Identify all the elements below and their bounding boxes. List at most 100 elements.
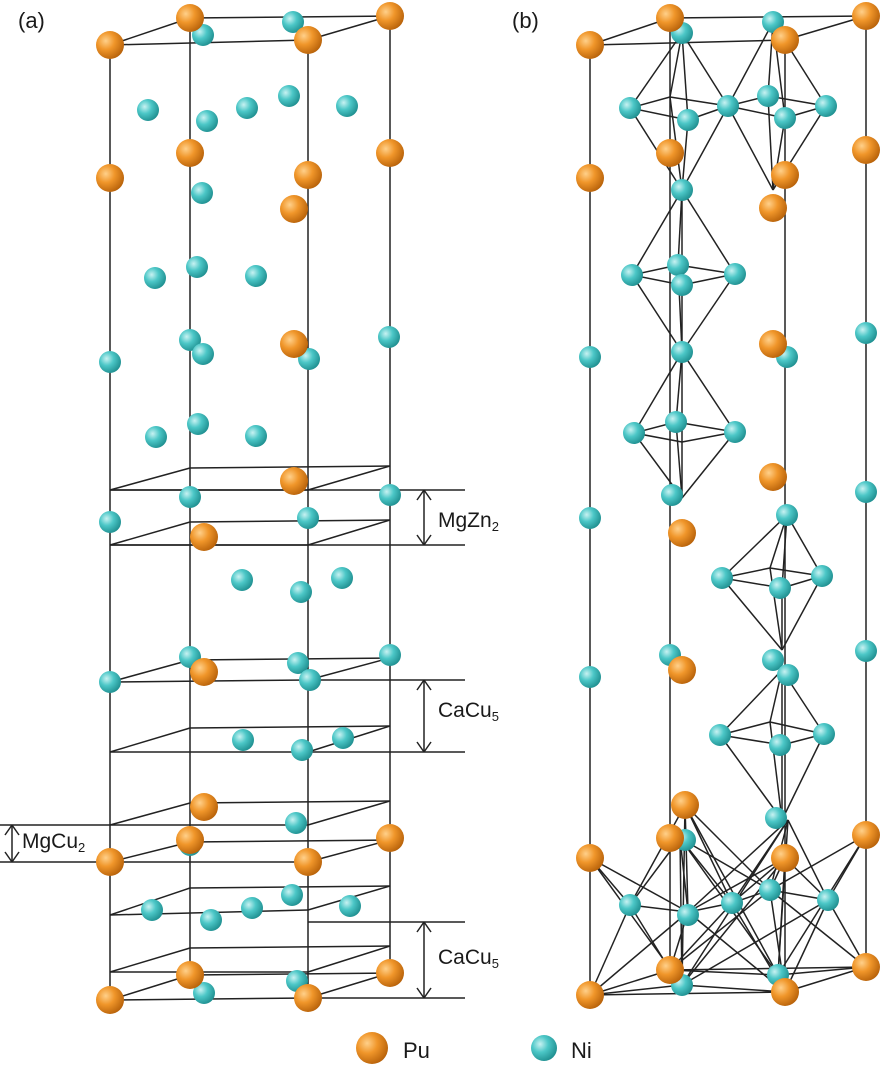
bond-line — [781, 514, 788, 589]
ni-atom — [579, 346, 601, 368]
ni-atom — [290, 581, 312, 603]
pu-atom — [190, 523, 218, 551]
ni-atom — [231, 569, 253, 591]
layer-plane-line — [189, 945, 391, 949]
ni-atom — [769, 734, 791, 756]
cell-edge-line — [109, 17, 191, 46]
legend-pu-label: Pu — [403, 1038, 430, 1063]
ni-atom — [99, 671, 121, 693]
panel-a-atoms — [96, 2, 404, 1014]
ni-atom — [855, 322, 877, 344]
ni-atom — [671, 341, 693, 363]
pu-atom — [668, 519, 696, 547]
bond-line — [589, 984, 683, 996]
pu-atom — [576, 164, 604, 192]
layer-plane-line — [109, 727, 191, 753]
ni-atom — [245, 425, 267, 447]
bond-line — [681, 273, 736, 353]
ni-atom — [667, 254, 689, 276]
ni-atom — [245, 265, 267, 287]
cell-edge-line — [784, 15, 867, 41]
bond-line — [631, 189, 683, 276]
bond-line — [681, 984, 786, 993]
ni-atom — [817, 889, 839, 911]
cell-edge-line — [307, 15, 391, 41]
cacu5-lower-height-arrow — [416, 921, 425, 933]
mgcu2-height-arrow — [4, 824, 13, 836]
ni-atom — [339, 895, 361, 917]
ni-atom — [855, 481, 877, 503]
ni-atom — [187, 413, 209, 435]
pu-atom — [576, 31, 604, 59]
cell-edge-line — [784, 966, 867, 993]
ni-atom — [200, 909, 222, 931]
layer-plane-line — [189, 725, 391, 729]
pu-atom — [294, 848, 322, 876]
ni-atom — [137, 99, 159, 121]
panel-b-label: (b) — [512, 8, 539, 33]
pu-atom — [852, 136, 880, 164]
pu-atom — [771, 26, 799, 54]
ni-atom — [579, 666, 601, 688]
bond-line — [629, 107, 683, 191]
ni-atom — [724, 421, 746, 443]
pu-atom — [280, 330, 308, 358]
bond-line — [681, 105, 729, 191]
ni-atom — [677, 904, 699, 926]
bond-line — [777, 966, 867, 976]
bond-line — [769, 834, 867, 891]
ni-atom — [717, 95, 739, 117]
ni-atom — [299, 669, 321, 691]
panel-b-atoms — [576, 2, 880, 1009]
pu-atom — [294, 984, 322, 1012]
pu-atom — [852, 2, 880, 30]
pu-atom — [376, 2, 404, 30]
layer-plane-line — [109, 802, 191, 826]
bond-line — [684, 804, 771, 891]
mgcu2-height-arrow — [11, 824, 20, 836]
bond-line — [681, 351, 736, 433]
pu-atom — [852, 821, 880, 849]
pu-atom — [280, 195, 308, 223]
mgcu2-height-arrow — [4, 851, 13, 863]
mgzn2-height-arrow — [423, 534, 432, 546]
bond-line — [684, 804, 779, 976]
layer-plane-line — [307, 657, 391, 681]
bond-line — [769, 889, 867, 968]
legend-pu-marker — [356, 1032, 388, 1064]
ni-atom — [671, 179, 693, 201]
bond-line — [727, 21, 774, 107]
pu-atom — [294, 161, 322, 189]
bond-line — [681, 899, 829, 986]
panel-b-lattice-lines — [589, 15, 867, 996]
ni-atom — [623, 422, 645, 444]
ni-atom — [811, 565, 833, 587]
bond-line — [681, 32, 689, 121]
ni-atom — [232, 729, 254, 751]
bond-line — [786, 514, 823, 577]
layer-plane-line — [109, 947, 191, 973]
legend-ni-label: Ni — [571, 1038, 592, 1063]
cacu5-lower-height-arrow — [423, 987, 432, 999]
layer-plane-line — [189, 839, 391, 843]
layer-plane-line — [189, 519, 391, 523]
ni-atom — [671, 274, 693, 296]
ni-atom — [619, 894, 641, 916]
cell-edge-line — [307, 972, 391, 999]
bond-line — [669, 889, 771, 971]
cacu5-lower-height-arrow — [416, 987, 425, 999]
layer-plane-line — [307, 465, 391, 491]
ni-atom — [813, 723, 835, 745]
ni-atom — [332, 727, 354, 749]
pu-atom — [576, 844, 604, 872]
ni-atom — [291, 739, 313, 761]
pu-atom — [376, 139, 404, 167]
ni-atom — [236, 97, 258, 119]
pu-atom — [96, 986, 124, 1014]
mgcu2-block-label: MgCu2 — [22, 830, 86, 855]
ni-atom — [379, 644, 401, 666]
ni-atom — [709, 724, 731, 746]
ni-atom — [711, 567, 733, 589]
cacu5-upper-height-arrow — [416, 741, 425, 753]
